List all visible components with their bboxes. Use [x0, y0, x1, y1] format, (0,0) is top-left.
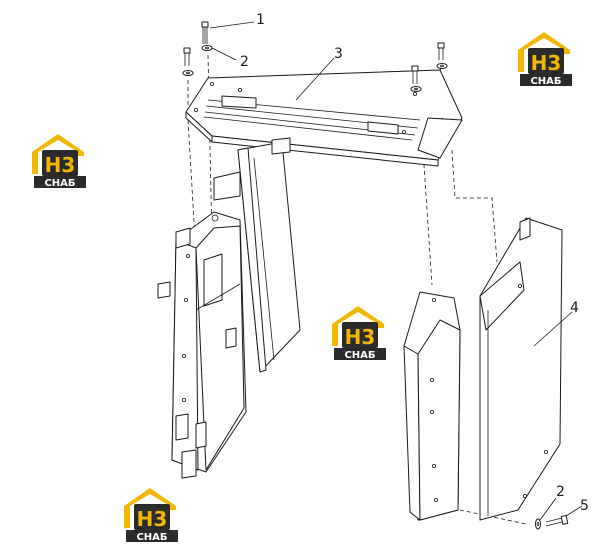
- logo-letters: H3: [137, 507, 168, 531]
- callout-2-top: 2: [240, 54, 249, 70]
- watermark-logo-bottom-left: H3 СНАБ: [124, 488, 178, 543]
- callout-5: 5: [580, 498, 589, 514]
- callout-1: 1: [256, 12, 265, 28]
- watermark-logo-center: H3 СНАБ: [332, 306, 386, 361]
- callout-2-bottom: 2: [556, 484, 565, 500]
- leader-lines: [209, 21, 583, 521]
- bolts-bottom: [535, 514, 569, 530]
- top-bracket-part-3: [185, 69, 463, 167]
- bolt-icon: [437, 42, 445, 60]
- logo-subtext: СНАБ: [136, 532, 167, 543]
- logo-letters: H3: [531, 51, 562, 75]
- bolt-icon: [201, 21, 209, 44]
- watermark-logo-top-right: H3 СНАБ: [518, 32, 572, 87]
- washer-icon: [410, 86, 422, 92]
- main-left-panel: [157, 211, 247, 479]
- callout-4: 4: [570, 300, 579, 316]
- watermark-logo-left: H3 СНАБ: [32, 134, 86, 189]
- logo-subtext: СНАБ: [44, 178, 75, 189]
- washer-icon: [201, 45, 213, 51]
- logo-letters: H3: [345, 325, 376, 349]
- right-angle-bracket: [403, 291, 461, 521]
- logo-letters: H3: [45, 153, 76, 177]
- rear-frame-panel: [213, 137, 301, 373]
- callout-labels: 1 2 3 4 2 5: [240, 12, 589, 514]
- logo-subtext: СНАБ: [530, 76, 561, 87]
- washer-icon: [436, 63, 448, 69]
- bolt-icon: [411, 65, 419, 84]
- bolt-icon: [183, 47, 191, 66]
- right-cover-panel-part-4: [479, 217, 563, 521]
- callout-3: 3: [334, 46, 343, 62]
- bolt-icon: [545, 514, 569, 527]
- washer-icon: [182, 70, 194, 76]
- logo-subtext: СНАБ: [344, 350, 375, 361]
- washer-icon: [535, 518, 541, 530]
